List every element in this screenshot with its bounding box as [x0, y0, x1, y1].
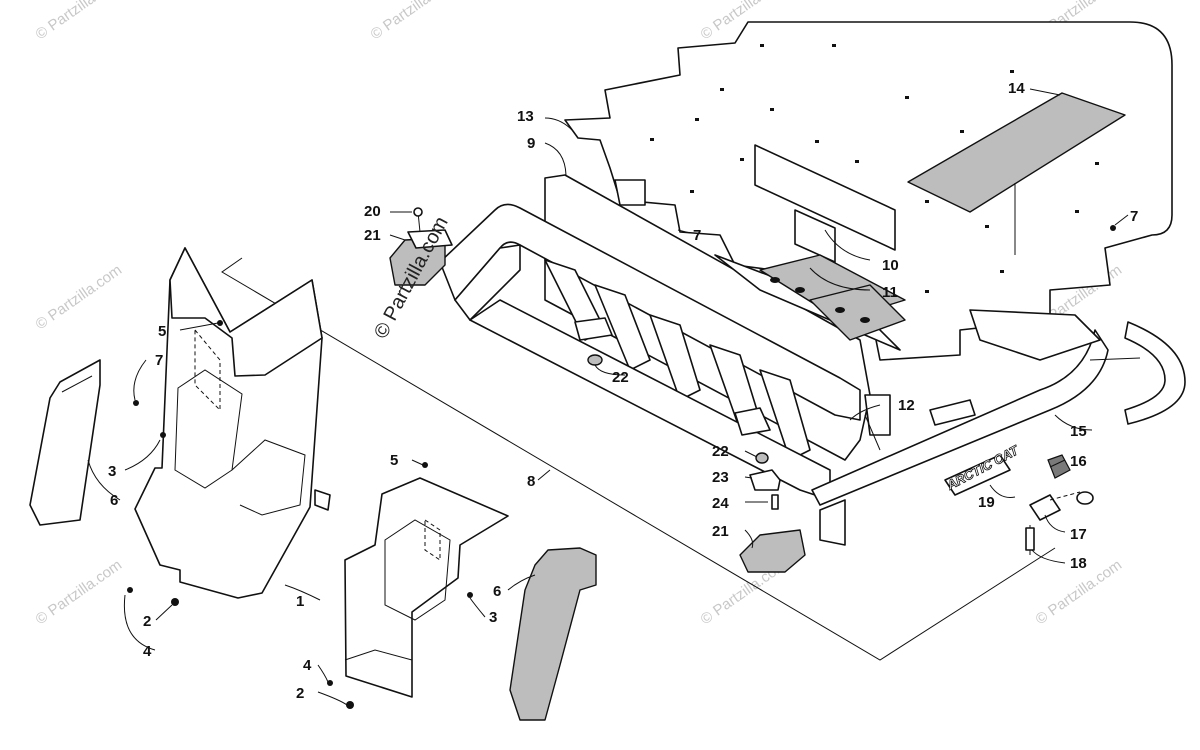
callout-2b: 2 [296, 685, 304, 702]
callout-11: 11 [882, 284, 898, 301]
side-panel-left [29, 359, 101, 526]
callout-10: 10 [882, 257, 899, 274]
watermark: © Partzilla.com [33, 0, 126, 43]
callout-22: 22 [612, 369, 629, 386]
end-cap-right [739, 529, 806, 573]
latch-left [314, 489, 331, 511]
callout-17: 17 [1070, 526, 1087, 543]
callout-7: 7 [155, 352, 163, 369]
side-panel-right [509, 547, 597, 721]
callout-6b: 6 [493, 583, 501, 600]
callout-22b: 22 [712, 443, 729, 460]
callout-13: 13 [517, 108, 534, 125]
grip-strip [907, 92, 1126, 213]
decal-panel [754, 144, 896, 251]
callout-15: 15 [1070, 423, 1087, 440]
callout-19: 19 [978, 494, 995, 511]
callout-20: 20 [364, 203, 381, 220]
bumper-leader [1089, 357, 1141, 361]
bracket-23 [749, 469, 781, 491]
bolt-24 [771, 494, 779, 510]
callout-5: 5 [158, 323, 166, 340]
callout-labels: 1 2 2 3 3 4 4 5 5 6 6 7 7 7 8 9 10 11 12… [108, 80, 1138, 702]
bumper-strip [1124, 321, 1186, 425]
callout-12: 12 [898, 397, 915, 414]
callout-16: 16 [1070, 453, 1087, 470]
bolt-head-20 [413, 207, 423, 217]
section-boundary-line [221, 257, 1056, 661]
callout-2: 2 [143, 613, 151, 630]
deck-holes [650, 44, 1099, 293]
clamp-hardware [1025, 454, 1094, 555]
storage-box-right [344, 477, 509, 698]
cargo-deck-panel [564, 21, 1173, 361]
storage-box-left-top [169, 247, 323, 377]
decal-strip [929, 399, 976, 426]
fasteners [127, 225, 1116, 709]
callout-21: 21 [364, 227, 381, 244]
watermark: © Partzilla.com [33, 261, 126, 333]
callout-8: 8 [527, 473, 535, 490]
callout-14: 14 [1008, 80, 1025, 97]
small-decal [794, 209, 836, 263]
callout-5b: 5 [390, 452, 398, 469]
leader-lines [87, 88, 1129, 706]
grommet-22b [755, 452, 769, 464]
callout-18: 18 [1070, 555, 1087, 572]
callout-6: 6 [110, 492, 118, 509]
callout-3b: 3 [489, 609, 497, 626]
watermark: © Partzilla.com [33, 556, 126, 628]
callout-7b: 7 [693, 227, 701, 244]
callout-9: 9 [527, 135, 535, 152]
callout-23: 23 [712, 469, 729, 486]
end-cap-bracket-left [407, 229, 453, 249]
callout-7c: 7 [1130, 208, 1138, 225]
rack-frame [439, 179, 1109, 546]
callout-3: 3 [108, 463, 116, 480]
grommet-22 [587, 354, 603, 366]
callout-21b: 21 [712, 523, 729, 540]
callout-1: 1 [296, 593, 304, 610]
decal-mark [864, 414, 881, 451]
callout-4b: 4 [303, 657, 312, 674]
watermark: © Partzilla.com [368, 0, 461, 43]
callout-4: 4 [143, 643, 152, 660]
callout-24: 24 [712, 495, 729, 512]
